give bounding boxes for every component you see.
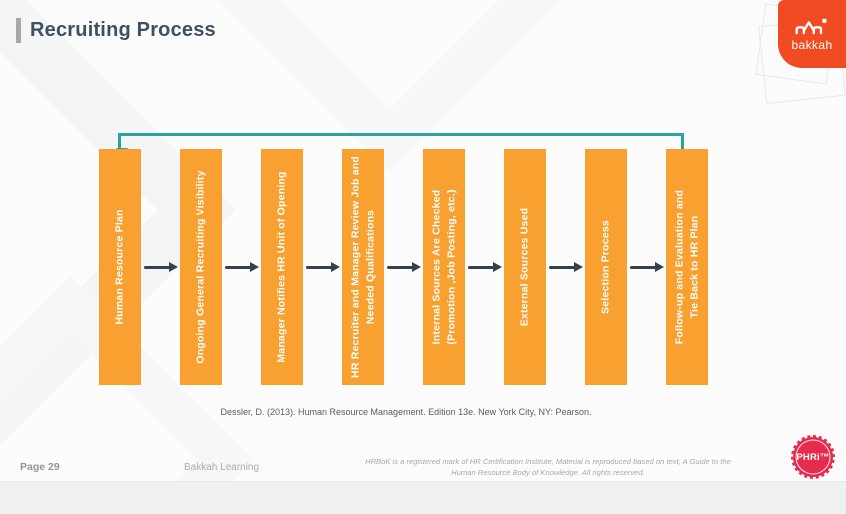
slide: Recruiting Process bakkah Human Resource… (0, 0, 846, 481)
process-step-8: Follow-up and Evaluation and Tie Back to… (666, 149, 708, 385)
process-step-label: Manager Notifies HR Unit of Opening (275, 171, 288, 363)
process-step-7: Selection Process (585, 149, 627, 385)
disclaimer-text: HRBoK is a registered mark of HR Certifi… (365, 457, 731, 478)
recruiting-process-flowchart: Human Resource Plan Ongoing General Recr… (99, 133, 708, 385)
flow-arrow-icon (303, 149, 342, 385)
process-step-6: External Sources Used (504, 149, 546, 385)
footer-brand: Bakkah Learning (184, 462, 260, 473)
process-step-label: Ongoing General Recruiting Visibility (194, 170, 207, 364)
process-step-5: Internal Sources Are Checked (Promotion … (423, 149, 465, 385)
bakkah-logo-text: bakkah (791, 38, 833, 52)
title-accent-bar (16, 18, 21, 43)
process-step-4: HR Recruiter and Manager Review Job and … (342, 149, 384, 385)
page-number: Page 29 (20, 461, 60, 473)
process-step-label: External Sources Used (518, 207, 531, 327)
flow-arrow-icon (627, 149, 666, 385)
process-step-label: Human Resource Plan (113, 209, 126, 325)
process-step-label: Follow-up and Evaluation and Tie Back to… (673, 189, 700, 345)
flow-arrow-icon (141, 149, 180, 385)
slide-header: Recruiting Process (16, 18, 216, 43)
slide-title: Recruiting Process (30, 19, 216, 41)
process-step-label: Internal Sources Are Checked (Promotion … (430, 189, 457, 345)
feedback-loop-line (116, 133, 684, 157)
phri-badge: PHRi™ (791, 435, 835, 479)
process-step-label: Selection Process (599, 220, 612, 314)
process-step-2: Ongoing General Recruiting Visibility (180, 149, 222, 385)
flow-arrow-icon (546, 149, 585, 385)
process-step-3: Manager Notifies HR Unit of Opening (261, 149, 303, 385)
process-step-label: HR Recruiter and Manager Review Job and … (349, 156, 376, 378)
bakkah-logo: bakkah (778, 0, 846, 68)
flow-arrow-icon (465, 149, 504, 385)
flow-arrow-icon (222, 149, 261, 385)
citation-text: Dessler, D. (2013). Human Resource Manag… (220, 407, 592, 417)
flow-arrow-icon (384, 149, 423, 385)
bottom-band (0, 481, 846, 514)
bakkah-logo-glyph (795, 18, 827, 35)
process-step-1: Human Resource Plan (99, 149, 141, 385)
